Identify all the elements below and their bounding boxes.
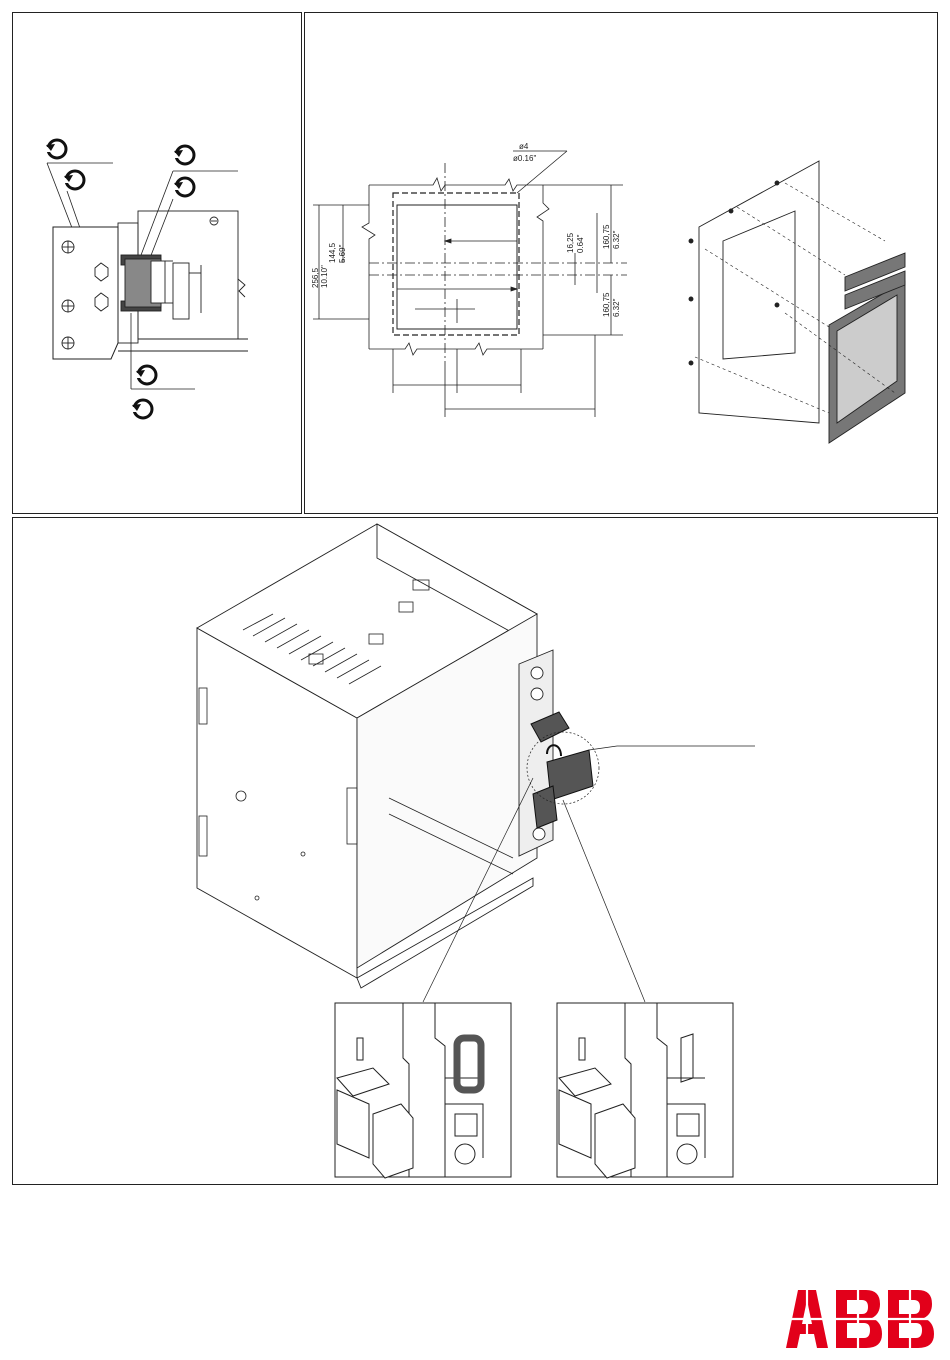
mounting-detail-drawing (13, 13, 303, 515)
upper-dim-mm: 160,75 (602, 224, 611, 249)
height-mm: 256,5 (311, 267, 320, 288)
rotate-counterclockwise-icon (132, 400, 152, 418)
rotate-counterclockwise-icon (174, 178, 194, 196)
abb-logo (786, 1290, 936, 1348)
padlock-installation-panel (12, 517, 938, 1185)
rotate-clockwise-icon (136, 366, 156, 384)
rotate-clockwise-icon (46, 140, 66, 158)
half-height-in: 5.69" (338, 244, 347, 263)
hole-diameter-mm: ø4 (519, 142, 529, 151)
half-height-mm: 144,5 (328, 242, 337, 263)
height-in: 10.10" (320, 265, 329, 288)
mounting-detail-panel (12, 12, 302, 514)
offset-mm: 16,25 (566, 232, 575, 253)
withdrawable-unit-drawing (13, 518, 939, 1186)
rotate-counterclockwise-icon (64, 171, 84, 189)
rotate-clockwise-icon (174, 146, 194, 164)
offset-in: 0.64" (576, 234, 585, 253)
lower-dim-mm: 160,75 (602, 292, 611, 317)
cutout-dimension-drawing: ø4 ø0.16" 256,5 10.10" 144,5 5.69" 16,25… (305, 13, 939, 515)
detail-view-padlock-removed (557, 1003, 733, 1178)
upper-dim-in: 6.32" (612, 230, 621, 249)
lower-dim-in: 6.32" (612, 298, 621, 317)
cutout-dimensions-panel: ø4 ø0.16" 256,5 10.10" 144,5 5.69" 16,25… (304, 12, 938, 514)
hole-diameter-in: ø0.16" (513, 154, 536, 163)
exploded-mounting-view (689, 161, 905, 443)
detail-view-padlock-fitted (335, 1003, 511, 1178)
